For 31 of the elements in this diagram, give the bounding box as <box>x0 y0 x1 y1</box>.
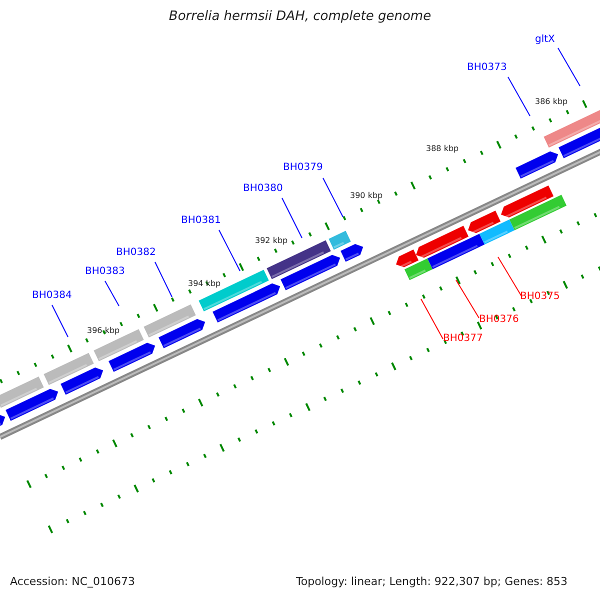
scale-label: 386 kbp <box>535 98 568 106</box>
gene-label: BH0384 <box>32 291 72 301</box>
leader-line <box>52 304 68 338</box>
gene-label: BH0376 <box>479 315 519 325</box>
leader-line <box>456 280 480 318</box>
leader-line <box>420 298 444 340</box>
gene-label: BH0373 <box>467 63 507 73</box>
leader-line <box>322 178 344 218</box>
leader-line <box>558 48 580 86</box>
leader-line <box>218 230 240 272</box>
gene-label: BH0381 <box>181 216 221 226</box>
scale-label: 396 kbp <box>87 327 120 335</box>
scale-label: 388 kbp <box>426 145 459 153</box>
gene-label: BH0380 <box>243 184 283 194</box>
gene-label: BH0382 <box>116 248 156 258</box>
leader-line <box>508 76 530 116</box>
gene-label: gltX <box>535 35 555 45</box>
scale-label: 390 kbp <box>350 192 383 200</box>
leader-line <box>104 280 120 306</box>
gene-label: BH0377 <box>443 334 483 344</box>
map-title: Borrelia hermsii DAH, complete genome <box>168 10 432 23</box>
accession-text: Accession: NC_010673 <box>10 576 136 587</box>
genome-summary-text: Topology: linear; Length: 922,307 bp; Genes: 853 <box>296 576 568 587</box>
leader-line <box>282 198 302 238</box>
gene-label: BH0383 <box>85 267 125 277</box>
leader-line <box>154 262 172 298</box>
gene-label: BH0375 <box>520 292 560 302</box>
leader-line <box>498 256 522 298</box>
scale-label: 392 kbp <box>255 237 288 245</box>
gene-label: BH0379 <box>283 163 323 173</box>
scale-label: 394 kbp <box>188 280 221 288</box>
